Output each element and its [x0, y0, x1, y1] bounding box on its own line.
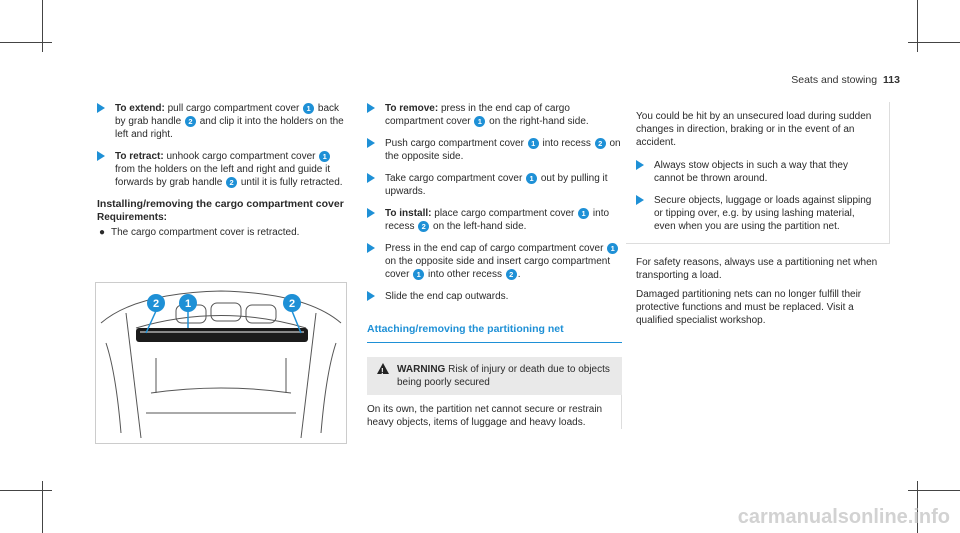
- column-right: You could be hit by an unsecured load du…: [626, 102, 890, 327]
- box-step: Always stow objects in such a way that t…: [636, 159, 875, 185]
- arrow-icon: [636, 195, 644, 205]
- step-text: Press in the end cap of cargo compartmen…: [385, 243, 604, 254]
- step-text: pull cargo compartment cover: [167, 103, 300, 114]
- step-text: Take cargo compartment cover: [385, 173, 523, 184]
- page-header: Seats and stowing 113: [791, 74, 900, 86]
- column-left: To extend: pull cargo compartment cover …: [97, 102, 347, 239]
- arrow-icon: [97, 103, 105, 113]
- crop-mark: [917, 0, 918, 52]
- step-text: on the opposite side.: [385, 138, 621, 162]
- step-text: Push cargo compartment cover: [385, 138, 524, 149]
- callout-number: 1: [303, 102, 315, 114]
- step-text: Secure objects, luggage or loads against…: [654, 195, 872, 232]
- arrow-icon: [636, 160, 644, 170]
- step-extend: To extend: pull cargo compartment cover …: [97, 102, 347, 141]
- warning-icon: !: [377, 363, 389, 376]
- step-label: To extend:: [115, 103, 165, 114]
- callout-number: 2: [418, 220, 430, 232]
- step-text: place cargo compartment cover: [434, 208, 575, 219]
- box-text: You could be hit by an unsecured load du…: [636, 111, 872, 148]
- callout-circle: [283, 294, 301, 312]
- callout-number: 2: [505, 268, 517, 280]
- crop-mark: [908, 490, 960, 491]
- warning-text: Risk of injury or death due to objects b…: [397, 364, 610, 388]
- column-middle: To remove: press in the end cap of cargo…: [367, 102, 622, 429]
- requirements-label: Requirements:: [97, 212, 168, 223]
- box-step: Secure objects, luggage or loads against…: [636, 194, 875, 233]
- car-interior-drawing: 2 1 2: [100, 290, 342, 439]
- warning-body: On its own, the partition net cannot sec…: [367, 395, 622, 429]
- callout-number: 1: [413, 268, 425, 280]
- warning-banner: ! WARNING Risk of injury or death due to…: [367, 357, 622, 395]
- callout-number: 2: [226, 176, 238, 188]
- arrow-icon: [367, 243, 375, 253]
- requirement-item: ● The cargo compartment cover is retract…: [97, 226, 347, 239]
- step-text: Always stow objects in such a way that t…: [654, 160, 848, 184]
- step-push: Push cargo compartment cover 1 into rece…: [367, 137, 622, 163]
- step-text: Slide the end cap outwards.: [385, 291, 509, 302]
- callout-number: 1: [578, 207, 590, 219]
- page-number: 113: [883, 74, 900, 86]
- section-title: Seats and stowing: [791, 74, 878, 86]
- callout-number: 2: [184, 115, 196, 127]
- warning-label: WARNING: [397, 364, 446, 375]
- callout-number: 1: [319, 150, 331, 162]
- step-install: To install: place cargo compartment cove…: [367, 207, 622, 233]
- crop-mark: [42, 0, 43, 52]
- callout-label: 1: [185, 298, 191, 310]
- callout-label: 2: [289, 298, 295, 310]
- cargo-cover-illustration: 2 1 2: [95, 282, 347, 444]
- arrow-icon: [367, 103, 375, 113]
- step-text: until it is fully retracted.: [240, 177, 343, 188]
- step-slide: Slide the end cap outwards.: [367, 290, 622, 303]
- callout-number: 1: [526, 172, 538, 184]
- callout-number: 2: [594, 137, 606, 149]
- arrow-icon: [367, 291, 375, 301]
- step-label: To remove:: [385, 103, 439, 114]
- requirement-text: The cargo compartment cover is retracted…: [111, 227, 300, 238]
- step-text: into recess: [542, 138, 591, 149]
- callout-number: 1: [527, 137, 539, 149]
- crop-mark: [917, 481, 918, 533]
- arrow-icon: [97, 151, 105, 161]
- step-text: out by pulling it upwards.: [385, 173, 608, 197]
- crop-mark: [0, 42, 52, 43]
- arrow-icon: [367, 208, 375, 218]
- step-text: back by grab handle: [115, 103, 340, 127]
- callout-number: 1: [607, 242, 619, 254]
- step-text: into recess: [385, 208, 610, 232]
- crop-mark: [42, 481, 43, 533]
- step-text: into other recess: [428, 269, 502, 280]
- subheading: Installing/removing the cargo compartmen…: [97, 198, 344, 210]
- crop-mark: [908, 42, 960, 43]
- step-text: from the holders on the left and right a…: [115, 164, 331, 188]
- step-text: on the right-hand side.: [489, 116, 589, 127]
- arrow-icon: [367, 173, 375, 183]
- callout-label: 2: [153, 298, 159, 310]
- watermark: carmanualsonline.info: [737, 506, 950, 528]
- step-retract: To retract: unhook cargo compartment cov…: [97, 150, 347, 189]
- cargo-cover: [136, 328, 308, 342]
- step-text: and clip it into the holders on the left…: [115, 116, 344, 140]
- step-text: .: [517, 269, 521, 280]
- bullet-icon: ●: [99, 227, 106, 238]
- step-press: Press in the end cap of cargo compartmen…: [367, 242, 622, 281]
- paragraph: Damaged partitioning nets can no longer …: [636, 289, 862, 326]
- callout-circle: [147, 294, 165, 312]
- paragraph: For safety reasons, always use a partiti…: [636, 257, 878, 281]
- warning-continuation-box: You could be hit by an unsecured load du…: [626, 102, 890, 244]
- step-text: press in the end cap of cargo compartmen…: [385, 103, 570, 127]
- crop-mark: [0, 490, 52, 491]
- step-label: To install:: [385, 208, 432, 219]
- step-text: on the opposite side and insert cargo co…: [385, 256, 611, 280]
- step-text: unhook cargo compartment cover: [166, 151, 316, 162]
- callout-number: 1: [474, 115, 486, 127]
- section-heading: Attaching/removing the partitioning net: [367, 323, 622, 343]
- step-remove: To remove: press in the end cap of cargo…: [367, 102, 622, 128]
- callout-circle: [179, 294, 197, 312]
- step-text: on the left-hand side.: [433, 221, 527, 232]
- step-label: To retract:: [115, 151, 164, 162]
- step-take: Take cargo compartment cover 1 out by pu…: [367, 172, 622, 198]
- arrow-icon: [367, 138, 375, 148]
